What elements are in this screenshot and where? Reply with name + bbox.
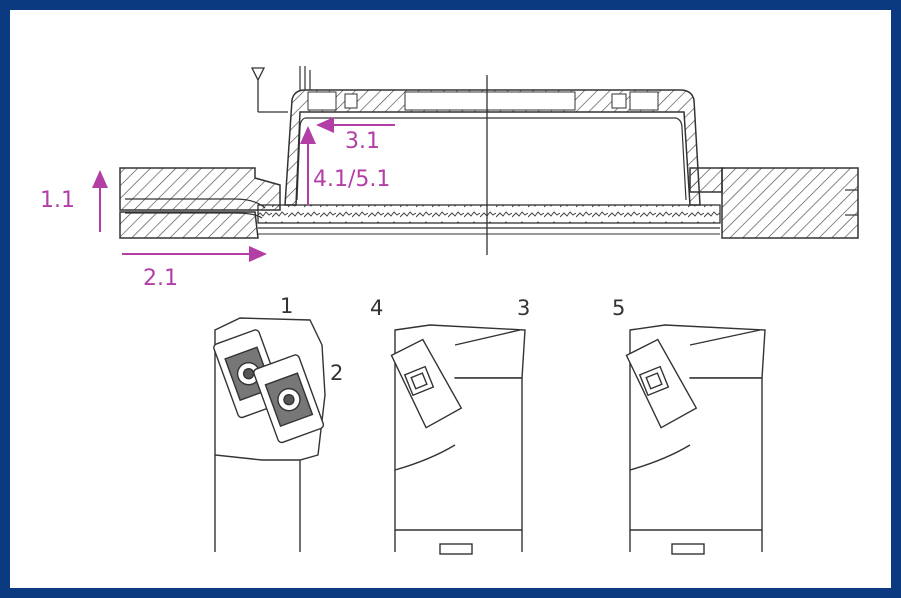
label-4-1-5-1: 4.1/5.1 [313,167,390,192]
workpiece-section [119,66,859,255]
tool-label-5: 5 [612,296,625,320]
label-3-1: 3.1 [345,129,380,154]
tool-1-2 [213,317,326,552]
tool-label-1: 1 [280,294,293,318]
tool-4-3 [390,324,526,555]
tool-label-4: 4 [370,296,383,320]
label-2-1: 2.1 [143,266,178,291]
label-1-1: 1.1 [40,188,75,213]
finish-symbol-icon [250,67,266,82]
tool-label-3: 3 [517,296,530,320]
annotation-arrows [92,117,395,262]
tool-label-2: 2 [330,361,343,385]
tool-5 [625,324,766,555]
